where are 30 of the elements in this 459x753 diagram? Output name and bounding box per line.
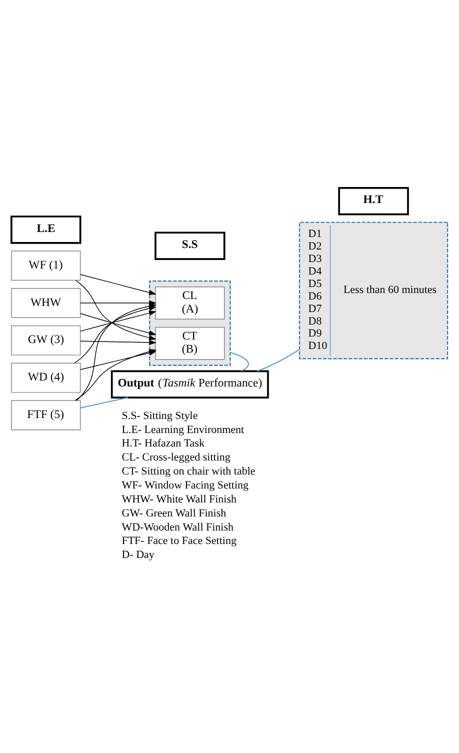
node-box: GW (3) [11, 325, 81, 356]
arrow [80, 310, 156, 332]
node-box: CT (B) [155, 326, 225, 360]
node-box: WHW [11, 288, 81, 318]
arrow [80, 313, 156, 336]
label: D- Day [122, 549, 154, 562]
node-box: L.E [10, 216, 82, 244]
node-box: CL (A) [155, 286, 225, 320]
label: L.E- Learning Environment [122, 424, 244, 436]
node-box: D1 D2 D3 D4 D5 D6 D7 D8 D9 D10 Less than 60 minutes [298, 222, 448, 360]
node-box: WF (1) [11, 250, 81, 281]
label: FTF- Face to Face Setting [122, 535, 236, 548]
label: S.S- Sitting Style [122, 410, 198, 422]
connector [230, 352, 249, 372]
label: WHW- White Wall Finish [122, 493, 236, 506]
label: GW- Green Wall Finish [122, 507, 226, 520]
connector [80, 397, 128, 408]
label: WD-Wooden Wall Finish [122, 521, 234, 534]
label: WF- Window Facing Setting [122, 479, 249, 492]
node-box: H.T [338, 187, 409, 216]
node-box: WD (4) [11, 362, 81, 393]
label: CL- Cross-legged sitting [122, 452, 230, 464]
label: H.T- Hafazan Task [122, 438, 204, 450]
node-box: FTF (5) [11, 400, 81, 430]
label: CT- Sitting on chair with table [122, 466, 256, 478]
node-box: Output (Tasmik Performance) [110, 370, 269, 398]
arrow [80, 274, 156, 296]
arrow [80, 340, 156, 346]
connector [256, 348, 300, 372]
node-box: S.S [154, 232, 226, 260]
